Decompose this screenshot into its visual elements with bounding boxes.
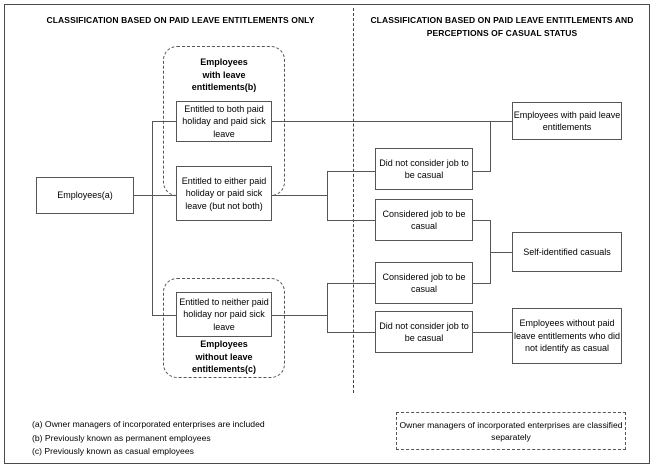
connector-notcasual-lower-out — [473, 332, 512, 333]
connector-either-out — [272, 195, 327, 196]
connector-either-to-notcasual-upper — [327, 171, 375, 172]
box-entitled-both: Entitled to both paid holiday and paid s… — [176, 101, 272, 142]
box-self-identified-casuals: Self-identified casuals — [512, 232, 622, 272]
box-employees-with-paid-leave: Employees with paid leave entitlements — [512, 102, 622, 140]
connector-neither-to-casual-lower — [327, 283, 375, 284]
connector-either-split-trunk — [327, 171, 328, 220]
connector-left-trunk — [152, 121, 153, 315]
box-considered-casual-upper: Considered job to be casual — [375, 199, 473, 241]
connector-trunk-to-either — [152, 195, 176, 196]
connector-either-to-casual-upper — [327, 220, 375, 221]
box-entitled-neither: Entitled to neither paid holiday nor pai… — [176, 292, 272, 337]
connector-both-to-with-paid-leave — [272, 121, 512, 122]
diagram-frame — [4, 4, 650, 464]
connector-casual-lower-out — [473, 283, 491, 284]
connector-neither-out — [272, 315, 327, 316]
connector-trunk-to-neither — [152, 315, 176, 316]
box-considered-casual-lower: Considered job to be casual — [375, 262, 473, 304]
connector-trunk-to-both — [152, 121, 176, 122]
box-employees-without-paid-leave: Employees without paid leave entitlement… — [512, 308, 622, 364]
connector-neither-split-trunk — [327, 283, 328, 332]
connector-casual-upper-out — [473, 220, 491, 221]
heading-right-column: CLASSIFICATION BASED ON PAID LEAVE ENTIT… — [370, 15, 634, 38]
note-owner-managers: Owner managers of incorporated enterpris… — [396, 412, 626, 450]
connector-notcasual-upper-riser — [490, 121, 491, 172]
connector-notcasual-upper-out — [473, 171, 491, 172]
box-entitled-either: Entitled to either paid holiday or paid … — [176, 166, 272, 221]
group-label-with-leave: Employees with leave entitlements(b) — [191, 57, 257, 92]
box-did-not-consider-casual-upper: Did not consider job to be casual — [375, 148, 473, 190]
group-without-leave-entitlements — [163, 278, 285, 378]
box-did-not-consider-casual-lower: Did not consider job to be casual — [375, 311, 473, 353]
connector-merge-to-self-identified — [490, 252, 512, 253]
footnotes: (a) Owner managers of incorporated enter… — [32, 419, 265, 456]
box-employees-root: Employees(a) — [36, 177, 134, 214]
heading-left-column: CLASSIFICATION BASED ON PAID LEAVE ENTIT… — [46, 15, 315, 25]
column-divider — [353, 8, 354, 393]
group-label-without-leave: Employees without leave entitlements(c) — [191, 339, 256, 374]
connector-neither-to-notcasual-lower — [327, 332, 375, 333]
